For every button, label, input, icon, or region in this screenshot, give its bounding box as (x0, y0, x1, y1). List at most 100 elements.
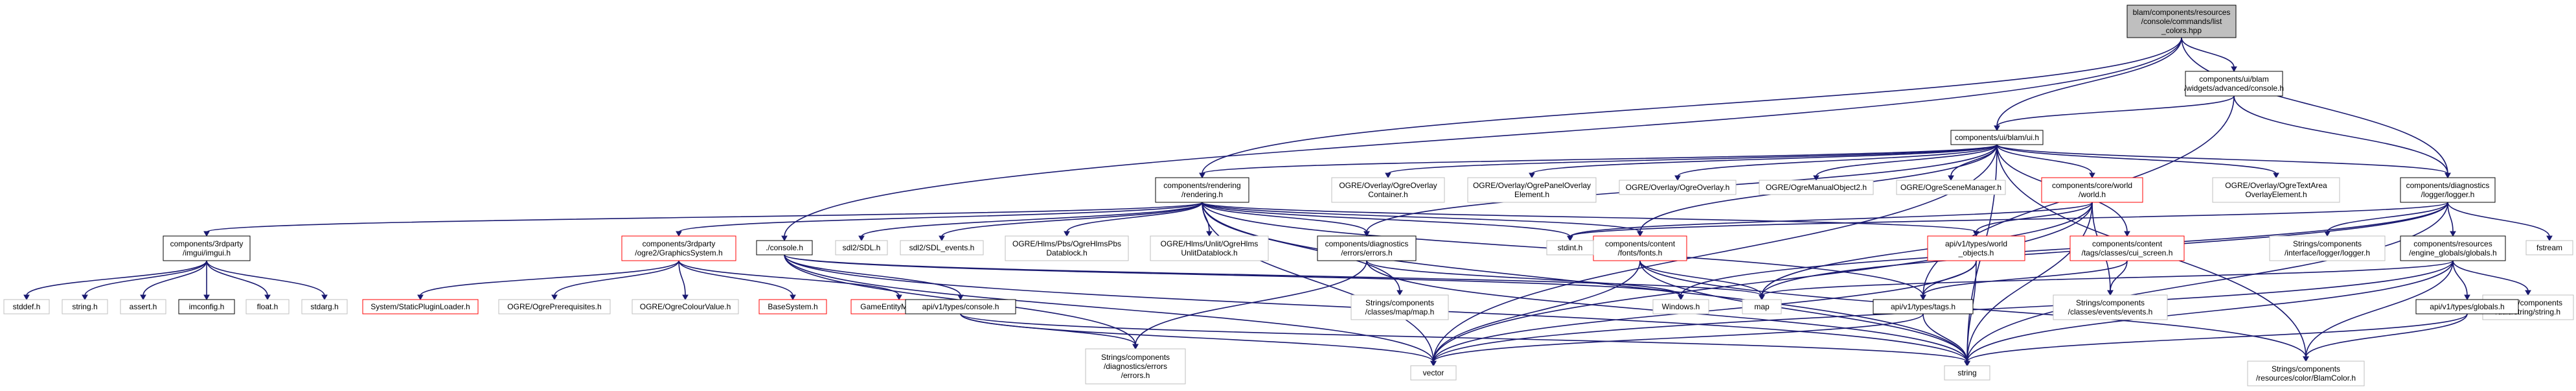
arrowhead (1529, 172, 1535, 179)
node-fstream[interactable]: fstream (2525, 240, 2573, 255)
node-label: components/content (2092, 239, 2163, 248)
edge-rendering_h-to-pbs_datablock (1066, 202, 1203, 233)
node-assert_h[interactable]: assert.h (120, 299, 166, 314)
node-fonts_h[interactable]: components/content/fonts/fonts.h (1593, 235, 1687, 261)
edge-console_h-to-api_console (784, 254, 961, 296)
edge-globals_h-to-string (1966, 260, 2454, 362)
arrowhead (2089, 172, 2095, 179)
node-box (2247, 361, 2365, 386)
node-box (1155, 177, 1249, 203)
node-label: Container.h (1368, 190, 1408, 199)
node-label: sdl2/SDL_events.h (909, 243, 975, 252)
node-stdint_h[interactable]: stdint.h (1546, 240, 1594, 255)
arrowhead (1678, 294, 1684, 301)
node-box (3, 299, 50, 314)
arrowhead (82, 294, 88, 301)
node-label: OGRE/Hlms/Unlit/OgreHlms (1161, 239, 1259, 248)
node-label: components/resources (2413, 239, 2492, 248)
node-imgui_h[interactable]: components/3rdparty/imgui/imgui.h (163, 235, 251, 261)
edge-rendering_h-to-sdl_events (941, 202, 1203, 237)
node-core_world[interactable]: components/core/world/world.h (2041, 177, 2143, 203)
node-box (2185, 71, 2283, 97)
node-label: sdl2/SDL.h (843, 243, 881, 252)
node-scene_manager[interactable]: OGRE/OgreSceneManager.h (1896, 180, 2006, 195)
node-strings_events[interactable]: Strings/components/classes/events/events… (2053, 294, 2168, 320)
arrowhead (417, 294, 424, 301)
node-label: api/v1/types/globals.h (2430, 302, 2504, 311)
node-box (1950, 130, 2044, 145)
node-float_h[interactable]: float.h (245, 299, 290, 314)
node-manual_object[interactable]: OGRE/OgreManualObject2.h (1759, 180, 1874, 195)
edge-list_colors-to-console_hpp (2181, 37, 2235, 68)
edge-logger_h-to-stdint_h (1569, 202, 2448, 237)
node-text_area[interactable]: OGRE/Overlay/OgreTextAreaOverlayElement.… (2212, 177, 2340, 203)
edge-logger_h-to-windows_h (1680, 202, 2448, 296)
node-box (2269, 235, 2386, 261)
node-globals_h[interactable]: components/resources/engine_globals/glob… (2400, 235, 2506, 261)
node-blam_color[interactable]: Strings/components/resources/color/BlamC… (2247, 361, 2365, 386)
node-sdl_events[interactable]: sdl2/SDL_events.h (900, 240, 984, 255)
node-api_globals[interactable]: api/v1/types/globals.h (2415, 299, 2519, 314)
node-sdl_h[interactable]: sdl2/SDL.h (835, 240, 888, 255)
edge-api_globals-to-blam_color (2305, 313, 2468, 358)
node-console_hpp[interactable]: components/ui/blam/widgets/advanced/cons… (2184, 71, 2284, 97)
arrowhead (1206, 231, 1213, 237)
edge-graphics_system-to-game_entity (678, 260, 900, 296)
edge-core_world-to-vector (1433, 202, 2093, 362)
node-colour_value[interactable]: OGRE/OgreColourValue.h (632, 299, 739, 314)
node-base_system[interactable]: BaseSystem.h (758, 299, 827, 314)
node-label: OGRE/Overlay/OgrePanelOverlay (1473, 181, 1591, 190)
node-tags_h[interactable]: api/v1/types/tags.h (1873, 299, 1974, 314)
node-strings_errors[interactable]: Strings/components/diagnostics/errors/er… (1085, 348, 1186, 385)
node-logger_h[interactable]: components/diagnostics/logger/logger.h (2400, 177, 2496, 203)
node-label: blam/components/resources (2133, 8, 2231, 17)
node-string_h[interactable]: string.h (62, 299, 108, 314)
node-list_colors[interactable]: blam/components/resources/console/comman… (2126, 5, 2237, 38)
node-strings_logger[interactable]: Strings/components/interface/logger/logg… (2269, 235, 2386, 261)
node-cui_screen[interactable]: components/content/tags/classes/cui_scre… (2069, 235, 2185, 261)
node-console_h[interactable]: ./console.h (756, 240, 813, 255)
edge-console_h-to-vector (784, 254, 1434, 362)
node-graphics_system[interactable]: components/3rdparty/ogre2/GraphicsSystem… (621, 235, 736, 261)
node-ogre_prereq[interactable]: OGRE/OgrePrerequisites.h (498, 299, 611, 314)
node-stdarg_h[interactable]: stdarg.h (301, 299, 348, 314)
node-stddef_h[interactable]: stddef.h (3, 299, 50, 314)
node-label: components/content (1605, 239, 1676, 248)
node-api_console[interactable]: api/v1/types/console.h (905, 299, 1016, 314)
edge-core_world-to-string (1966, 202, 2093, 362)
node-overlay_h[interactable]: OGRE/Overlay/OgreOverlay.h (1619, 180, 1737, 195)
edge-rendering_h-to-errors_h (1202, 202, 1367, 233)
node-box (1619, 180, 1737, 195)
node-label: /errors/errors.h (1341, 248, 1392, 257)
node-label: OGRE/Overlay/OgreOverlay (1339, 181, 1437, 190)
node-windows_h[interactable]: Windows.h (1652, 299, 1709, 314)
node-rendering_h[interactable]: components/rendering/rendering.h (1155, 177, 1249, 203)
edge-ui_h-to-overlay_h (1677, 144, 1998, 177)
node-label: components/3rdparty (170, 239, 244, 248)
node-label: /ogre2/GraphicsSystem.h (635, 248, 722, 257)
node-label: OGRE/OgreSceneManager.h (1900, 183, 2001, 192)
node-ui_h[interactable]: components/ui/blam/ui.h (1950, 130, 2044, 145)
node-box (2525, 240, 2573, 255)
node-label: components/ui/blam (2199, 75, 2268, 84)
node-strings_map[interactable]: Strings/components/classes/map/map.h (1351, 294, 1449, 320)
node-map[interactable]: map (1742, 299, 1782, 314)
node-label: ./console.h (766, 243, 803, 252)
node-label: /resources/color/BlamColor.h (2256, 373, 2356, 383)
arrowhead (321, 294, 328, 301)
node-errors_h[interactable]: components/diagnostics/errors/errors.h (1317, 235, 1417, 261)
edge-ui_h-to-logger_h (1996, 144, 2448, 174)
node-vector[interactable]: vector (1410, 365, 1457, 381)
node-box (1410, 365, 1457, 381)
node-imconfig_h[interactable]: imconfig.h (178, 299, 235, 314)
node-static_plugin[interactable]: System/StaticPluginLoader.h (362, 299, 479, 314)
node-world_objects[interactable]: api/v1/types/world_objects.h (1927, 235, 2025, 261)
node-label: /console/commands/list (2141, 17, 2222, 26)
edge-fonts_h-to-map (1639, 260, 1762, 296)
node-label: OGRE/Overlay/OgreTextArea (2225, 181, 2327, 190)
node-string[interactable]: string (1944, 365, 1990, 381)
